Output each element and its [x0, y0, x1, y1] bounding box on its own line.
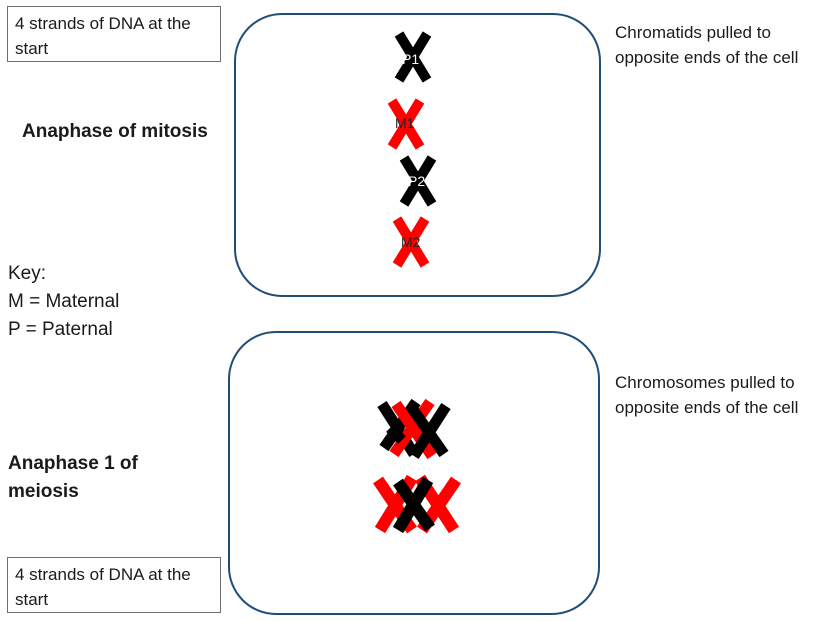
key-paternal: P = Paternal: [8, 319, 113, 340]
chromosome-m2: M2: [392, 216, 430, 268]
chromosome-p1: P1: [394, 31, 432, 83]
key-title: Key:: [8, 263, 47, 284]
chromosome-label: P1: [402, 51, 419, 67]
chromosome-m1: M1: [387, 98, 425, 150]
chromosome-label: M2: [401, 234, 421, 250]
mitosis-label: Anaphase of mitosis: [22, 121, 208, 142]
meiosis-label: Anaphase 1 of meiosis: [8, 453, 138, 502]
chromosome-label: M1: [395, 115, 415, 131]
chromosome-p2: P2: [399, 155, 437, 207]
note-text: 4 strands of DNA at the start: [15, 14, 191, 58]
chromatids-caption: Chromatids pulled to opposite ends of th…: [615, 23, 799, 67]
dna-strands-note-top: 4 strands of DNA at the start: [7, 6, 221, 62]
key-maternal: M = Maternal: [8, 291, 120, 312]
chromosome-pair-upper: [377, 398, 451, 460]
note-text: 4 strands of DNA at the start: [15, 565, 191, 609]
chromosome-label: P2: [408, 173, 425, 189]
key-legend: Key: M = Maternal P = Paternal: [8, 260, 119, 344]
chromosome-pair-lower: [373, 474, 461, 534]
meiosis-cell: [228, 331, 600, 615]
chromosomes-caption: Chromosomes pulled to opposite ends of t…: [615, 373, 799, 417]
dna-strands-note-bottom: 4 strands of DNA at the start: [7, 557, 221, 613]
